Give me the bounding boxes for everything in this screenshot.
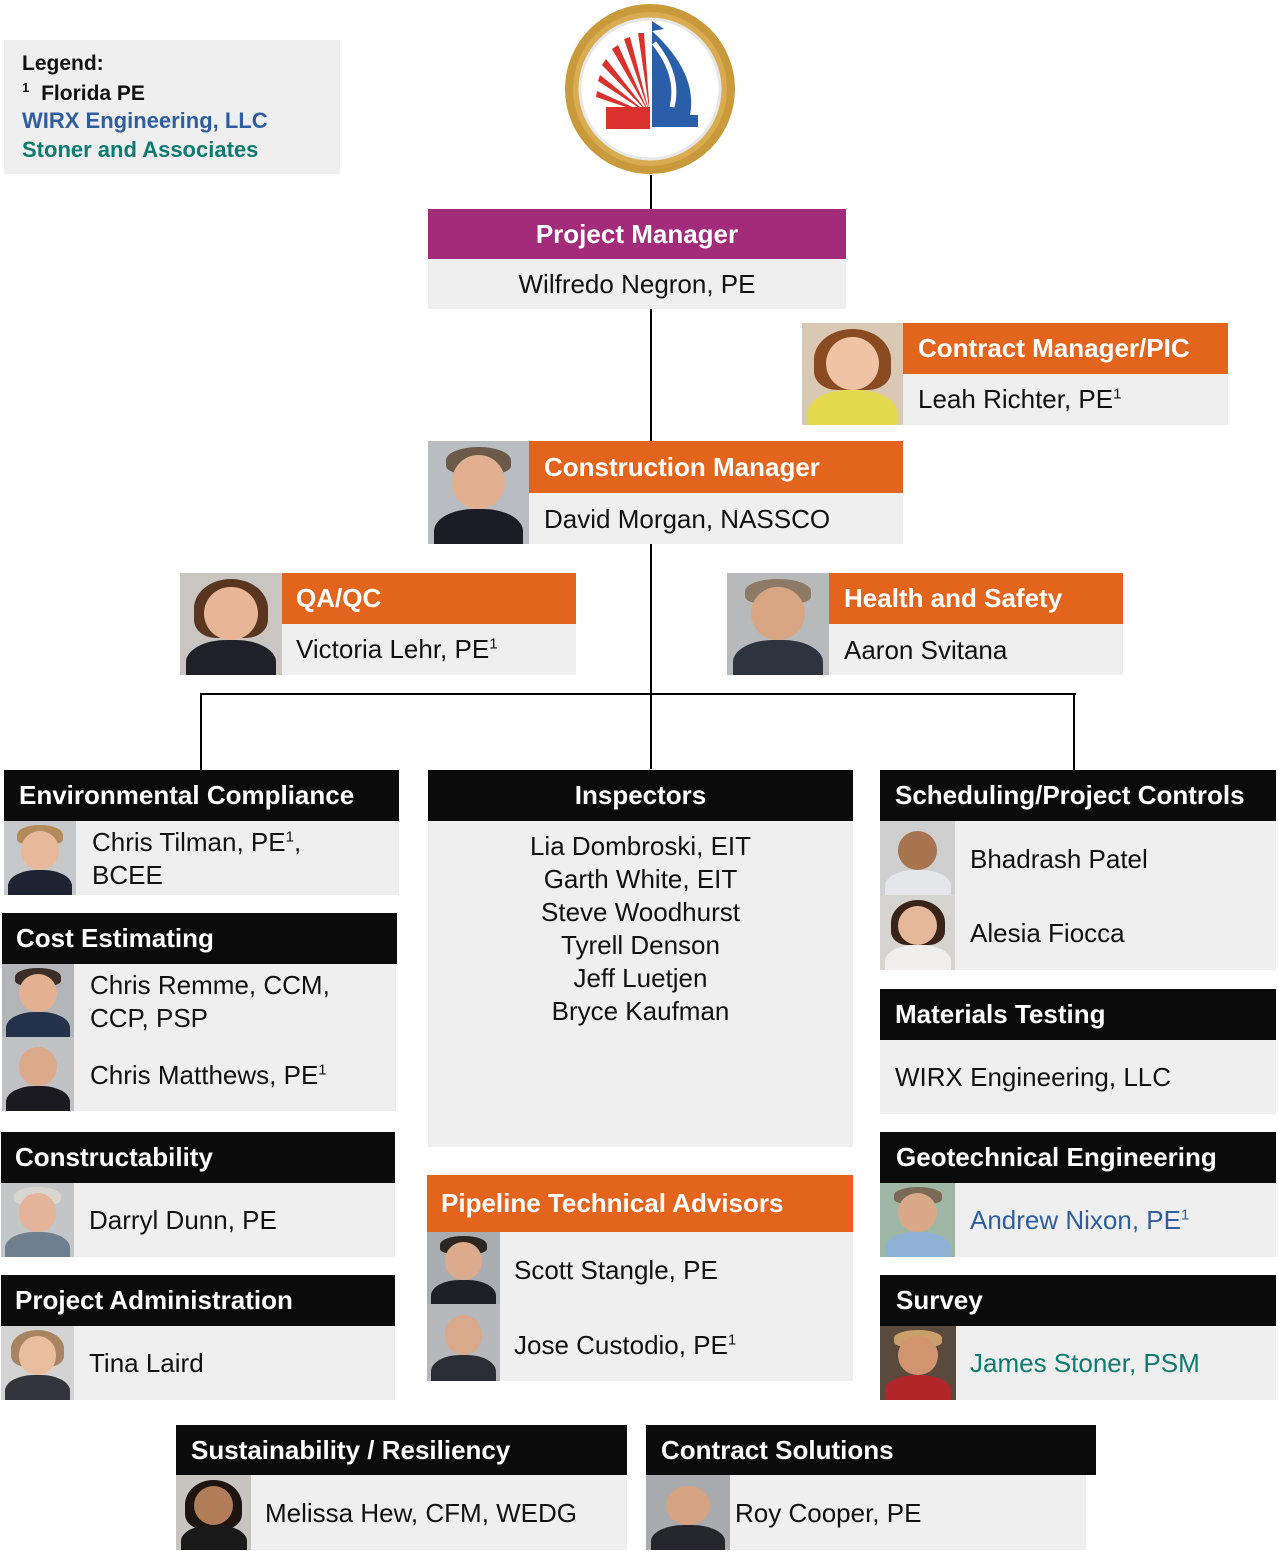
geotech-header: Geotechnical Engineering <box>880 1132 1276 1183</box>
environmental-comma: , <box>293 827 302 857</box>
legend-stoner: Stoner and Associates <box>22 137 259 162</box>
legend-box <box>4 40 340 174</box>
materials-header: Materials Testing <box>880 989 1276 1040</box>
legend-florida-pe: 1 Florida PE <box>22 80 145 106</box>
contract-manager-header: Contract Manager/PIC <box>903 323 1228 374</box>
environmental-header: Environmental Compliance <box>4 770 399 821</box>
pipeline-person2-sup: 1 <box>727 1331 737 1349</box>
materials-body <box>880 1040 1276 1114</box>
inspector-5: Jeff Luetjen <box>573 963 708 993</box>
roy-cooper-photo <box>646 1475 730 1550</box>
leah-richter-photo <box>802 323 903 425</box>
cost-person2-sup: 1 <box>318 1061 327 1079</box>
contract-manager-name: Leah Richter, PE1 <box>918 383 1121 416</box>
environmental-name-line2: BCEE <box>92 860 163 890</box>
aaron-svitana-photo <box>727 573 829 675</box>
chris-remme-photo <box>2 964 74 1037</box>
connector-horizontal <box>200 693 1076 695</box>
sustainability-name: Melissa Hew, CFM, WEDG <box>265 1498 578 1528</box>
admin-header: Project Administration <box>1 1275 395 1326</box>
organization-logo <box>562 3 738 175</box>
david-morgan-photo <box>428 441 529 544</box>
inspector-2: Garth White, EIT <box>543 864 738 894</box>
health-safety-header: Health and Safety <box>829 573 1123 624</box>
legend-wirx: WIRX Engineering, LLC <box>22 108 268 133</box>
qaqc-header: QA/QC <box>282 573 576 624</box>
constructability-name: Darryl Dunn, PE <box>89 1205 277 1235</box>
chris-tilman-photo <box>4 821 76 895</box>
inspectors-header: Inspectors <box>428 770 853 821</box>
inspector-6: Bryce Kaufman <box>551 996 730 1026</box>
pipeline-person1: Scott Stangle, PE <box>514 1255 718 1285</box>
chris-matthews-photo <box>2 1037 74 1111</box>
geotech-name-text: Andrew Nixon, PE <box>970 1205 1181 1235</box>
health-safety-name: Aaron Svitana <box>844 635 1008 665</box>
construction-manager-header: Construction Manager <box>529 441 903 493</box>
project-manager-body <box>428 259 846 309</box>
qaqc-name: Victoria Lehr, PE1 <box>296 633 498 666</box>
qaqc-sup: 1 <box>489 635 498 653</box>
inspector-1: Lia Dombroski, EIT <box>529 831 752 861</box>
contract-manager-name-text: Leah Richter, PE <box>918 384 1114 414</box>
melissa-hew-photo <box>176 1475 251 1550</box>
cost-person2-text: Chris Matthews, PE <box>90 1060 319 1090</box>
contract-manager-sup: 1 <box>1113 385 1122 403</box>
scott-stangle-photo <box>427 1232 500 1304</box>
materials-name: WIRX Engineering, LLC <box>895 1062 1172 1092</box>
contract-solutions-header: Contract Solutions <box>646 1425 1096 1475</box>
construction-manager-body <box>529 493 903 544</box>
environmental-sup: 1 <box>285 828 294 846</box>
connector-logo-pm <box>650 175 652 209</box>
cost-person2: Chris Matthews, PE1 <box>90 1059 327 1092</box>
construction-manager-name: David Morgan, NASSCO <box>544 504 831 534</box>
darryl-dunn-photo <box>1 1183 74 1257</box>
pipeline-person2: Jose Custodio, PE1 <box>514 1329 736 1362</box>
survey-header: Survey <box>880 1275 1276 1326</box>
scheduling-person2: Alesia Fiocca <box>970 918 1125 948</box>
inspector-3: Steve Woodhurst <box>541 897 740 927</box>
project-manager-name: Wilfredo Negron, PE <box>518 269 756 299</box>
legend-sup: 1 <box>22 80 30 95</box>
andrew-nixon-photo <box>880 1183 955 1257</box>
alesia-fiocca-photo <box>880 895 955 970</box>
contract-manager-body <box>903 374 1228 425</box>
tina-laird-photo <box>1 1326 74 1400</box>
sustainability-body <box>176 1475 627 1550</box>
health-safety-body <box>829 624 1123 675</box>
victoria-lehr-photo <box>180 573 282 675</box>
admin-name: Tina Laird <box>89 1348 204 1378</box>
connector-cm-branch <box>650 544 652 769</box>
pipeline-person2-text: Jose Custodio, PE <box>514 1330 728 1360</box>
contract-solutions-name: Roy Cooper, PE <box>735 1498 922 1528</box>
james-stoner-photo <box>880 1326 956 1400</box>
sustainability-header: Sustainability / Resiliency <box>176 1425 627 1475</box>
cost-person1-line1: Chris Remme, CCM, <box>90 970 330 1000</box>
legend-title: Legend: <box>22 52 104 75</box>
environmental-name-line1: Chris Tilman, PE1, <box>92 826 301 859</box>
inspectors-body <box>428 821 853 1147</box>
project-manager-header: Project Manager <box>428 209 846 259</box>
qaqc-body <box>282 624 576 675</box>
connector-left-drop <box>200 693 202 770</box>
scheduling-person1: Bhadrash Patel <box>970 844 1148 874</box>
jose-custodio-photo <box>427 1304 500 1381</box>
cost-header: Cost Estimating <box>2 913 397 964</box>
scheduling-header: Scheduling/Project Controls <box>880 770 1276 821</box>
pipeline-header: Pipeline Technical Advisors <box>427 1175 853 1232</box>
survey-name: James Stoner, PSM <box>970 1348 1200 1378</box>
qaqc-name-text: Victoria Lehr, PE <box>296 634 490 664</box>
geotech-name: Andrew Nixon, PE1 <box>970 1204 1189 1237</box>
constructability-header: Constructability <box>1 1132 395 1183</box>
geotech-sup: 1 <box>1180 1206 1190 1224</box>
environmental-name-text: Chris Tilman, PE <box>92 827 286 857</box>
cost-person1-line2: CCP, PSP <box>90 1003 209 1033</box>
legend-florida-pe-label: Florida PE <box>41 82 145 105</box>
inspector-4: Tyrell Denson <box>561 930 720 960</box>
bhadrash-patel-photo <box>880 821 955 895</box>
connector-right-drop <box>1073 693 1075 770</box>
connector-pm-cm <box>650 309 652 441</box>
